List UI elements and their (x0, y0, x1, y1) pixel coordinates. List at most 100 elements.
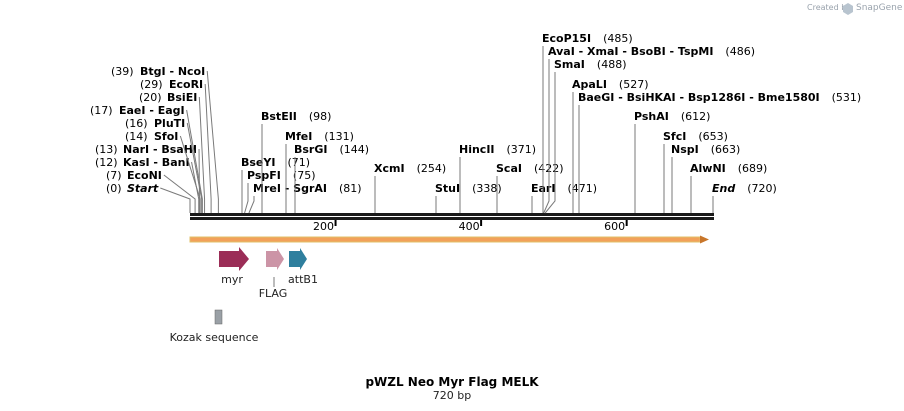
site-bsrgi[interactable]: BsrGI (144) (294, 143, 369, 213)
sequence-backbone (190, 213, 714, 220)
site-position: (653) (698, 130, 728, 143)
site-name: SfoI (154, 130, 178, 143)
site-leader (543, 59, 550, 214)
site-name: EcoNI (127, 169, 162, 182)
site-position: (98) (309, 110, 332, 123)
site-position: (14) (125, 130, 148, 143)
site-position: (39) (111, 65, 134, 78)
site-bseyi[interactable]: BseYI (71) (241, 156, 310, 213)
site-avai[interactable]: AvaI - XmaI - BsoBI - TspMI(486) (543, 45, 755, 214)
site-position: (29) (140, 78, 163, 91)
site-position: (720) (747, 182, 777, 195)
site-position: (75) (293, 169, 316, 182)
feature-myr[interactable]: myr (219, 247, 249, 286)
site-leader (544, 72, 556, 214)
site-position: (20) (139, 91, 162, 104)
feature-kozak[interactable]: Kozak sequence (170, 309, 259, 344)
site-name: BsiEI (167, 91, 197, 104)
map-length: 720 bp (433, 389, 471, 402)
site-position: (16) (125, 117, 148, 130)
site-name: HincII (459, 143, 495, 156)
site-position: (17) (90, 104, 113, 117)
site-position: (13) (95, 143, 118, 156)
site-econi[interactable]: EcoNI (7) (106, 169, 196, 213)
site-position: (12) (95, 156, 118, 169)
site-name: XcmI (374, 162, 405, 175)
site-leader (206, 70, 219, 213)
site-position: (531) (832, 91, 862, 104)
site-name: BseYI (241, 156, 275, 169)
credit-brand: SnapGene (856, 3, 903, 13)
feature-label-attb1: attB1 (288, 273, 318, 286)
feature-attb1[interactable]: attB1 (288, 248, 318, 286)
ruler-tick-label: 600 (604, 220, 625, 233)
site-position: (485) (603, 32, 633, 45)
site-name: BsrGI (294, 143, 327, 156)
site-position: (0) (106, 182, 122, 195)
site-position: (131) (324, 130, 354, 143)
site-end[interactable]: End (720) (712, 182, 777, 213)
site-name: PluTI (154, 117, 185, 130)
site-name: NspI (671, 143, 699, 156)
site-leader (198, 96, 206, 213)
site-leader (248, 196, 255, 214)
site-smai[interactable]: SmaI(488) (544, 58, 627, 214)
site-name: PshAI (634, 110, 669, 123)
site-name: Start (127, 182, 159, 195)
site-ecop15i[interactable]: EcoP15I (485) (542, 32, 633, 213)
site-position: (527) (619, 78, 649, 91)
site-name: SfcI (663, 130, 686, 143)
site-xcmi[interactable]: XcmI(254) (374, 162, 446, 213)
site-hincii[interactable]: HincII (371) (459, 143, 536, 213)
site-mrei[interactable]: MreI - SgrAI(81) (248, 182, 362, 214)
feature-flag[interactable]: FLAG (259, 248, 288, 300)
site-name: BstEII (261, 110, 297, 123)
site-pluti[interactable]: PluTI (16) (125, 117, 203, 213)
site-name: ScaI (496, 162, 522, 175)
site-nspi[interactable]: NspI(663) (671, 143, 740, 213)
site-pspfi[interactable]: PspFI(75) (244, 169, 316, 214)
site-sfoi[interactable]: SfoI (14) (125, 130, 201, 213)
site-name: MfeI (285, 130, 312, 143)
site-position: (338) (472, 182, 502, 195)
site-apali[interactable]: ApaLI(527) (572, 78, 649, 213)
site-bsteii[interactable]: BstEII (98) (261, 110, 331, 213)
site-start[interactable]: Start (0) (106, 182, 191, 213)
orf-arrow[interactable] (189, 235, 709, 244)
site-name: NarI - BsaHI (123, 143, 197, 156)
site-eari[interactable]: EarI(471) (531, 182, 597, 213)
site-name: EcoRI (169, 78, 203, 91)
site-alwni[interactable]: AlwNI(689) (690, 162, 767, 213)
site-position: (7) (106, 169, 122, 182)
site-stui[interactable]: StuI(338) (435, 182, 502, 213)
site-name: BtgI - NcoI (140, 65, 205, 78)
site-position: (488) (597, 58, 627, 71)
site-sfci[interactable]: SfcI (653) (663, 130, 728, 213)
site-leader (160, 187, 191, 213)
credit-prefix: Created by (807, 3, 851, 12)
site-position: (371) (507, 143, 537, 156)
feature-label-myr: myr (221, 273, 243, 286)
site-nari[interactable]: NarI - BsaHI (13) (95, 143, 200, 213)
ruler-tick-label: 400 (459, 220, 480, 233)
site-kasi[interactable]: KasI - BanI(12) (95, 156, 200, 213)
site-name: BaeGI - BsiHKAI - Bsp1286I - Bme1580I (578, 91, 820, 104)
site-bsiei[interactable]: BsiEI (20) (139, 91, 206, 213)
site-position: (71) (287, 156, 310, 169)
site-leader (186, 122, 203, 213)
restriction-sites: Start (0) EcoNI (7) KasI - BanI(12) NarI -… (90, 32, 861, 214)
site-position: (612) (681, 110, 711, 123)
site-position: (144) (339, 143, 369, 156)
site-baegi[interactable]: BaeGI - BsiHKAI - Bsp1286I - Bme1580I (53… (578, 91, 861, 213)
site-position: (486) (725, 45, 755, 58)
site-ecori[interactable]: EcoRI (29) (140, 78, 212, 213)
site-mfei[interactable]: MfeI (131) (285, 130, 354, 213)
site-name: End (712, 182, 735, 195)
site-name: EcoP15I (542, 32, 591, 45)
site-btgi[interactable]: BtgI - NcoI (39) (111, 65, 219, 213)
site-eaei[interactable]: EaeI - EagI(17) (90, 104, 203, 213)
site-pshai[interactable]: PshAI (612) (634, 110, 710, 213)
site-position: (471) (567, 182, 597, 195)
